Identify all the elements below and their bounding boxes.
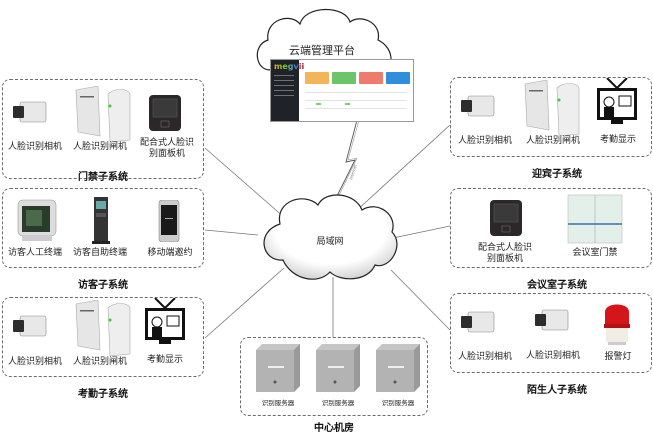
internet-lightning-link-inner [331, 119, 360, 211]
dashboard-menu-item [274, 90, 294, 91]
alarm-light-icon [603, 300, 631, 346]
camera-icon [458, 308, 498, 338]
link-attendance [204, 267, 285, 339]
welcome-group [450, 77, 652, 157]
dashboard-stat-card [359, 72, 384, 84]
glass-door-icon [567, 194, 623, 244]
link-access-control [204, 147, 286, 219]
link-stranger [390, 269, 451, 331]
device-label: 人脸识别相机 [457, 352, 512, 362]
cloud-platform-cloud [256, 8, 392, 76]
dashboard-menu-item [274, 75, 294, 76]
visitor-group [2, 188, 204, 268]
device-label: 会议室门禁 [572, 248, 618, 258]
smartphone-icon [157, 199, 181, 243]
management-dashboard-screenshot: megvii [270, 59, 414, 122]
device-label: 人脸识别相机 [457, 136, 512, 146]
device-label: 人脸识别闸机 [72, 357, 127, 367]
server-icon [254, 344, 302, 394]
attendance-title: 考勤子系统 [78, 389, 128, 400]
lan-cloud [263, 194, 398, 280]
device-label: 访客人工终端 [7, 248, 62, 258]
camera-icon [458, 92, 498, 122]
link-meeting [392, 225, 451, 239]
attendance-display-icon [595, 77, 639, 128]
stranger-group [450, 293, 652, 373]
meeting-title: 会议室子系统 [527, 280, 587, 291]
turnstile-icon [74, 299, 134, 357]
device-label: 人脸识别闸机 [72, 142, 127, 152]
dashboard-logo: megvii [274, 62, 305, 71]
device-label: 识别服务器 [381, 399, 415, 407]
device-label-line2: 别面板机 [486, 254, 523, 264]
dashboard-menu-item [274, 80, 294, 81]
link-welcome [354, 124, 451, 213]
device-label: 报警灯 [604, 352, 632, 362]
dashboard-stat-card [305, 72, 330, 84]
device-label-line2: 别面板机 [148, 149, 185, 159]
datacenter-title: 中心机房 [314, 423, 354, 434]
cloud-platform-label: 云端管理平台 [289, 44, 355, 57]
dashboard-menu-item [274, 85, 294, 86]
dashboard-stat-card [386, 72, 411, 84]
dashboard-status-badge [344, 103, 350, 105]
turnstile-icon [523, 79, 583, 137]
dashboard-table-row [305, 100, 408, 101]
device-label: 访客自助终端 [72, 248, 127, 258]
dashboard-status-badge [316, 103, 322, 105]
attendance-display-icon [143, 297, 187, 348]
camera-icon [532, 306, 572, 336]
turnstile-icon [74, 85, 134, 143]
device-label: 人脸识别闸机 [525, 136, 580, 146]
device-label: 识别服务器 [321, 399, 355, 407]
device-label: 人脸识别相机 [525, 351, 580, 361]
device-label: 人脸识别相机 [7, 357, 62, 367]
meeting-group [450, 188, 652, 268]
access-control-title: 门禁子系统 [78, 172, 128, 183]
dashboard-menu-item [274, 95, 294, 96]
device-label: 考勤显示 [146, 355, 183, 365]
kiosk-icon [90, 197, 112, 245]
datacenter-group [240, 337, 428, 416]
device-label: 考勤显示 [599, 135, 636, 145]
server-icon [314, 344, 362, 394]
link-visitor [204, 229, 259, 236]
access-control-group [2, 79, 204, 179]
lan-label: 局域网 [316, 237, 344, 247]
visitor-title: 访客子系统 [78, 280, 128, 291]
dashboard-stat-card [332, 72, 357, 84]
face-panel-icon [147, 93, 183, 133]
visitor-terminal-icon [16, 198, 58, 243]
attendance-group [2, 297, 204, 377]
camera-icon [10, 98, 50, 128]
camera-icon [10, 312, 50, 342]
server-icon [374, 344, 422, 394]
internet-lightning-link [329, 119, 358, 211]
face-panel-icon [488, 198, 524, 238]
device-label: 人脸识别相机 [7, 142, 62, 152]
device-label: 配合式人脸识 [139, 138, 194, 148]
welcome-title: 迎宾子系统 [532, 169, 582, 180]
device-label: 移动端邀约 [147, 248, 193, 258]
dashboard-table-row [305, 108, 408, 109]
dashboard-table-row [305, 92, 408, 93]
stranger-title: 陌生人子系统 [527, 385, 587, 396]
device-label: 配合式人脸识 [477, 243, 532, 253]
device-label: 识别服务器 [261, 399, 295, 407]
internet-label: Internet [348, 163, 358, 180]
